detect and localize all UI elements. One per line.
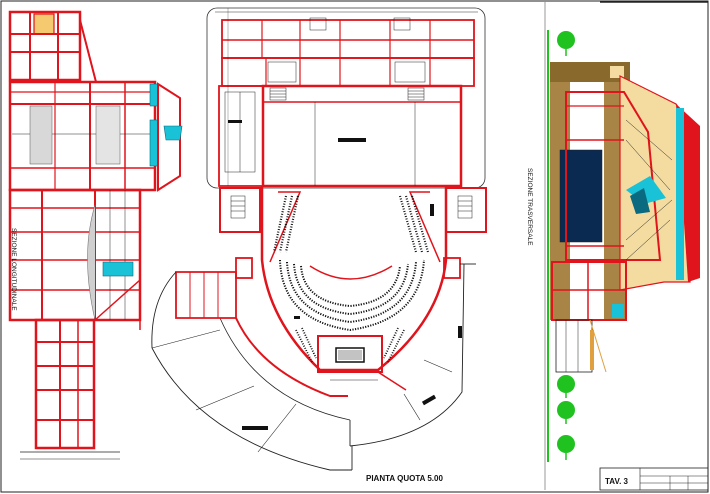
tree-icon <box>557 31 575 56</box>
tree-icon <box>557 375 575 398</box>
truss <box>625 119 673 261</box>
tree-icon <box>557 435 575 460</box>
crescent-dividers <box>151 329 453 453</box>
upper-seating <box>272 195 430 253</box>
plan-level-label: PIANTA QUOTA 5.00 <box>366 474 443 483</box>
floor-plan <box>151 7 487 471</box>
sheet-number-label: TAV. 3 <box>605 477 629 486</box>
side-seating <box>295 327 405 363</box>
title-block <box>599 467 709 491</box>
longitudinal-section <box>8 10 183 460</box>
horseshoe-seating <box>279 259 425 332</box>
tree-icons <box>557 31 575 460</box>
transverse-section-label: SEZIONE TRASVERSALE <box>526 168 533 246</box>
stairs <box>230 87 473 219</box>
tree-icon <box>557 401 575 424</box>
transverse-section <box>547 30 700 462</box>
wall-marks <box>242 204 462 430</box>
longitudinal-section-label: SEZIONE LONGITUDINALE <box>10 228 17 311</box>
foyer-rooms <box>189 272 219 318</box>
